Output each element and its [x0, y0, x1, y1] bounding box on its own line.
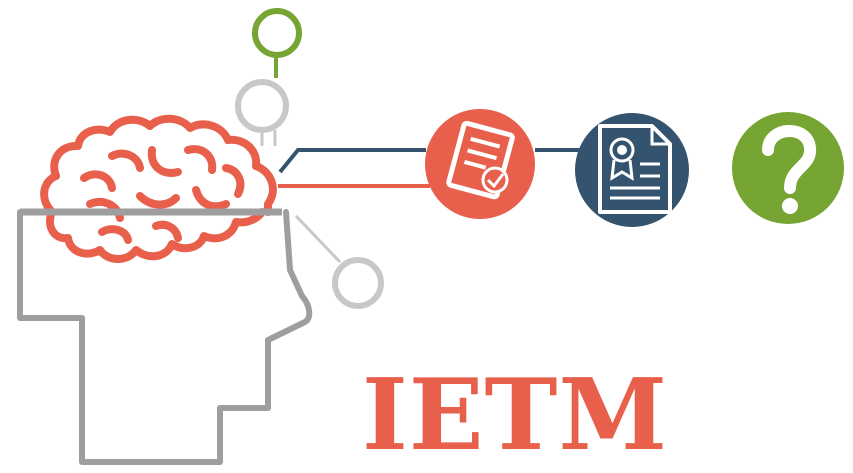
green-node [252, 8, 302, 58]
grey-node-bottom [332, 257, 384, 309]
page-title: IETM [362, 358, 668, 473]
checklist-icon [425, 109, 535, 219]
navy-connector [278, 148, 426, 174]
brain-icon [40, 114, 277, 263]
head-outline [17, 209, 313, 465]
certificate-icon [575, 113, 689, 227]
question-mark-icon [732, 112, 844, 224]
grey-node-bottom-connector [294, 214, 342, 264]
grey-node-top [235, 79, 289, 133]
